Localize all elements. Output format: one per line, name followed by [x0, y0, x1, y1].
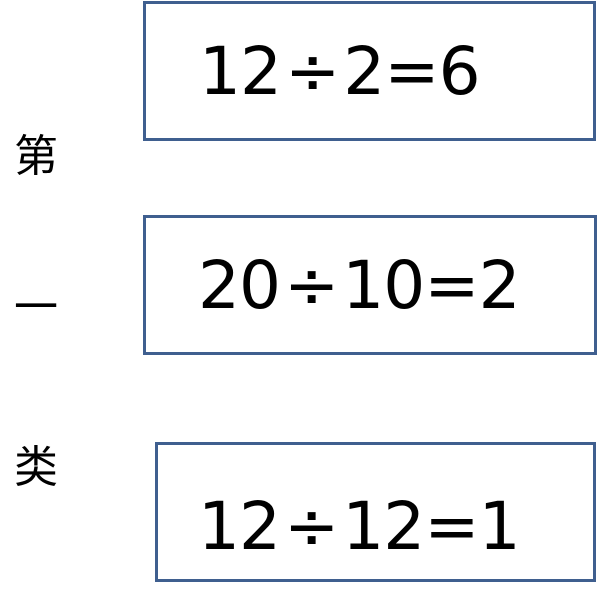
quotient: 6	[438, 32, 481, 110]
equation-box-3: 12÷12=1	[155, 442, 596, 582]
dividend: 12	[198, 487, 281, 565]
equals-sign: =	[424, 246, 479, 324]
dividend: 20	[198, 246, 281, 324]
quotient: 1	[478, 487, 521, 565]
divisor: 10	[342, 246, 425, 324]
divide-sign: ÷	[283, 487, 339, 565]
category-label-char-1: 第	[14, 131, 58, 182]
divide-sign: ÷	[284, 32, 340, 110]
equals-sign: =	[424, 487, 479, 565]
category-label-char-3: 类	[14, 442, 58, 493]
divisor: 12	[342, 487, 425, 565]
equation-2: 20÷10=2	[146, 218, 594, 352]
equation-box-2: 20÷10=2	[143, 215, 597, 355]
equation-1: 12÷2=6	[146, 4, 593, 138]
dividend: 12	[199, 32, 282, 110]
divisor: 2	[343, 32, 385, 110]
equation-3: 12÷12=1	[158, 459, 593, 593]
equation-box-1: 12÷2=6	[143, 1, 596, 141]
quotient: 2	[478, 246, 521, 324]
category-label-char-2: 一	[14, 282, 58, 333]
equals-sign: =	[384, 32, 439, 110]
divide-sign: ÷	[283, 246, 339, 324]
